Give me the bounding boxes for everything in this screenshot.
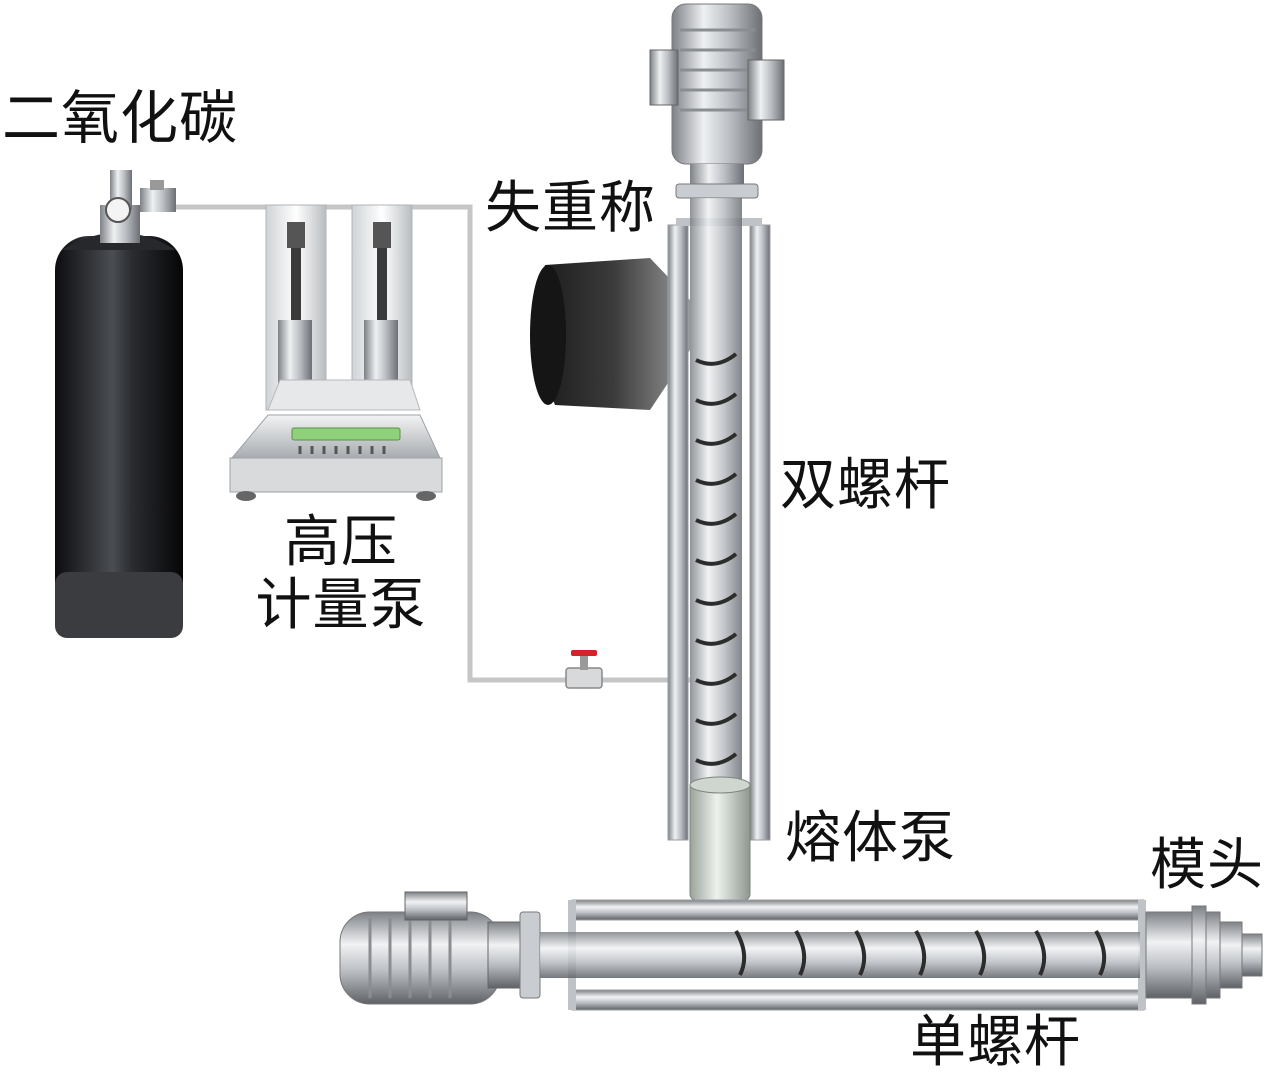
label-metering-pump-line2: 计量泵	[255, 572, 427, 638]
single-screw-motor	[339, 891, 541, 1005]
co2-cylinder	[55, 170, 183, 638]
single-screw-barrel	[540, 899, 1146, 1011]
label-metering-pump: 高压 计量泵	[236, 510, 446, 638]
label-single-screw: 单螺杆	[910, 1010, 1081, 1075]
die-head	[1145, 905, 1263, 1005]
twin-screw-barrel	[667, 198, 771, 841]
label-loss-weight-feeder: 失重称	[485, 176, 656, 241]
label-co2: 二氧化碳	[2, 84, 239, 152]
melt-pump	[689, 776, 751, 901]
label-twin-screw: 双螺杆	[780, 453, 951, 518]
pump-display-screen	[291, 427, 401, 441]
label-melt-pump: 熔体泵	[785, 806, 956, 871]
metering-pump	[229, 204, 443, 501]
twin-screw-motor	[649, 3, 785, 199]
label-metering-pump-line1: 高压	[284, 510, 398, 575]
pressure-gauge-icon	[105, 197, 131, 223]
pipe-valve	[565, 650, 603, 689]
label-die: 模头	[1150, 833, 1264, 898]
feeder-hopper	[530, 258, 690, 410]
